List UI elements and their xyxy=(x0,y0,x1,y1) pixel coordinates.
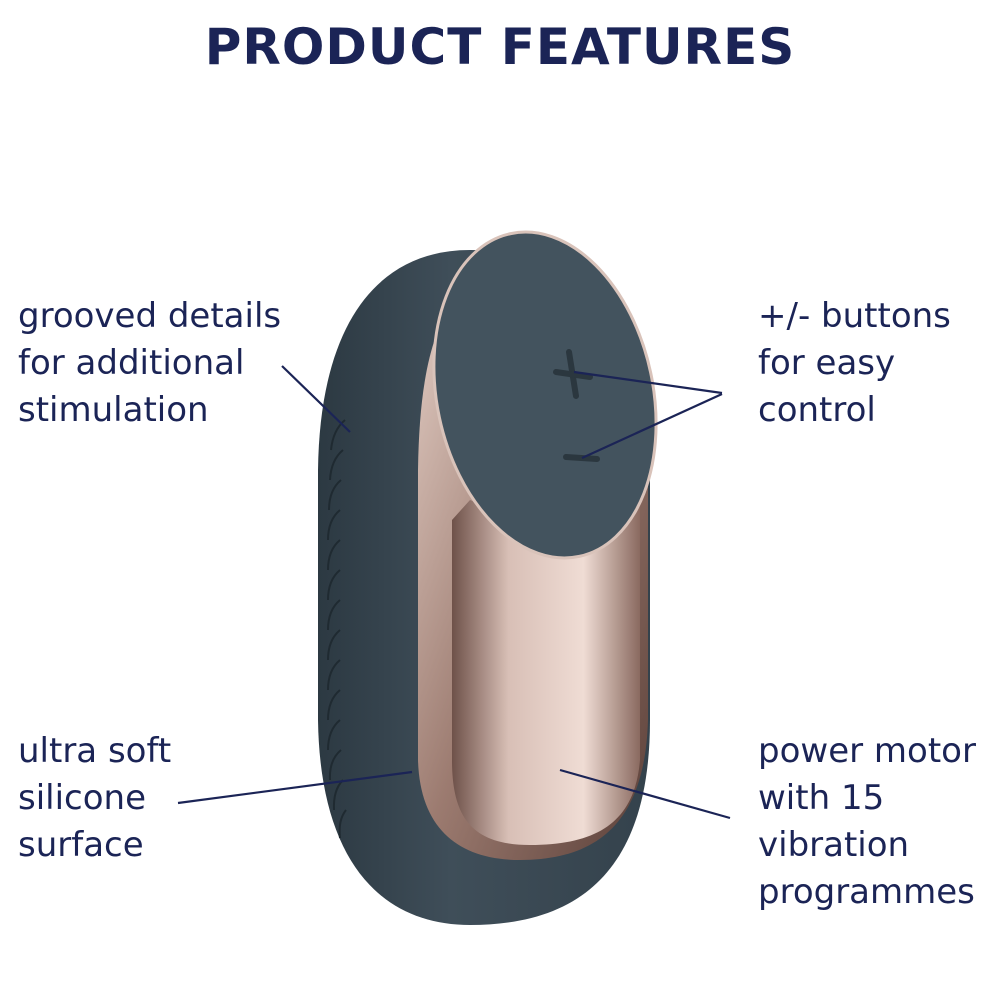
feature-motor: power motor with 15 vibration programmes xyxy=(758,728,976,916)
label-line: control xyxy=(758,390,876,430)
page-title: PRODUCT FEATURES xyxy=(204,18,796,76)
feature-grooved: grooved details for additional stimulati… xyxy=(18,293,281,434)
callout-grooved xyxy=(281,365,351,433)
callout-plus xyxy=(573,370,723,395)
callout-motor xyxy=(559,768,731,820)
label-line: with 15 xyxy=(758,778,885,818)
grooves xyxy=(327,419,347,839)
plus-button-icon xyxy=(553,349,593,399)
callout-minus xyxy=(581,392,723,460)
feature-silicone: ultra soft silicone surface xyxy=(18,728,171,869)
label-line: stimulation xyxy=(18,390,209,430)
label-line: grooved details xyxy=(18,296,282,336)
label-line: +/- buttons xyxy=(758,296,951,336)
callout-silicone xyxy=(177,770,413,805)
chrome-panel xyxy=(452,500,640,845)
label-line: power motor xyxy=(758,731,976,771)
callout-lines xyxy=(177,365,731,820)
label-line: surface xyxy=(18,825,144,865)
label-line: for additional xyxy=(18,343,245,383)
button-panel xyxy=(432,230,658,560)
label-line: vibration xyxy=(758,825,910,865)
minus-button-icon xyxy=(563,454,600,462)
label-line: for easy xyxy=(758,343,896,383)
label-line: programmes xyxy=(758,872,975,912)
label-line: silicone xyxy=(18,778,147,818)
label-line: ultra soft xyxy=(18,731,172,771)
feature-buttons: +/- buttons for easy control xyxy=(758,293,951,434)
